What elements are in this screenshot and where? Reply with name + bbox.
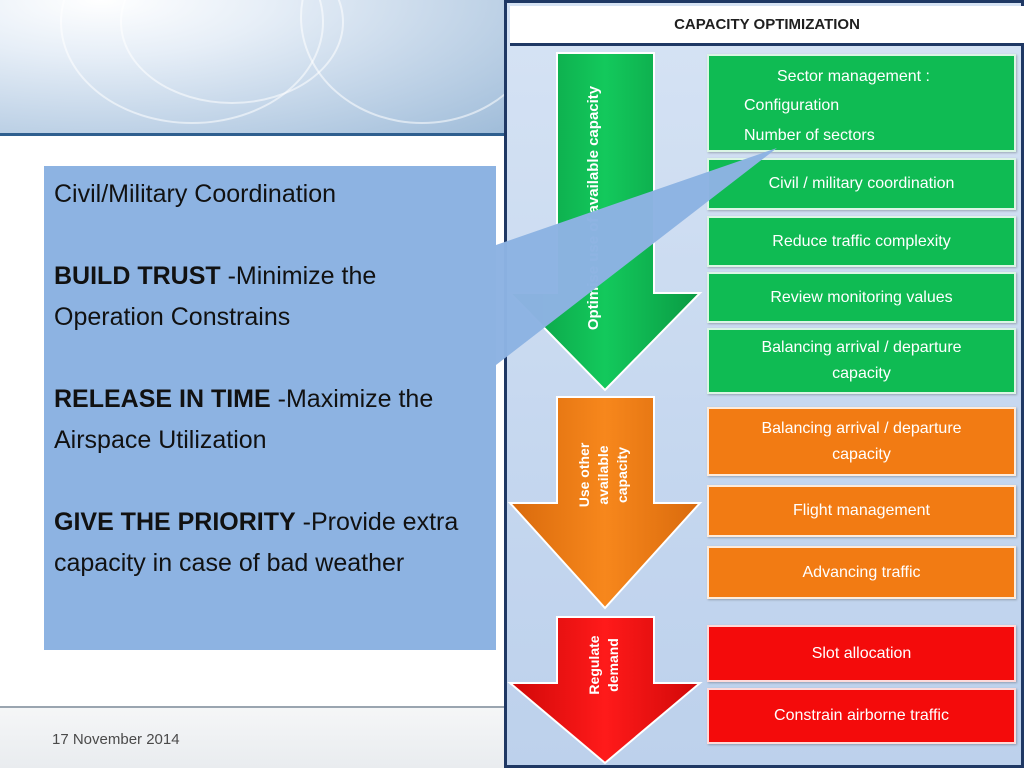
release-in-time-label: RELEASE IN TIME xyxy=(54,385,271,413)
constrain-traffic-text: Constrain airborne traffic xyxy=(774,707,949,724)
slot-allocation-box: Slot allocation xyxy=(707,625,1016,682)
textbox-give-priority: GIVE THE PRIORITY -Provide extra capacit… xyxy=(54,502,486,584)
constrain-traffic-box: Constrain airborne traffic xyxy=(707,688,1016,744)
sector-management-title: Sector management : xyxy=(777,68,930,85)
panel-title: CAPACITY OPTIMIZATION xyxy=(510,6,1024,46)
advancing-traffic-text: Advancing traffic xyxy=(802,563,921,581)
sector-management-box: Sector management : Configuration Number… xyxy=(707,54,1016,152)
green-balancing-box: Balancing arrival / departure capacity xyxy=(707,328,1016,394)
civil-military-box: Civil / military coordination xyxy=(707,158,1016,210)
flight-management-text: Flight management xyxy=(793,502,930,519)
coordination-textbox: Civil/Military Coordination BUILD TRUST … xyxy=(44,166,496,650)
reduce-complexity-box: Reduce traffic complexity xyxy=(707,216,1016,267)
review-monitoring-box: Review monitoring values xyxy=(707,272,1016,323)
green-balancing-text: Balancing arrival / departure capacity xyxy=(761,339,962,382)
build-trust-label: BUILD TRUST xyxy=(54,262,221,290)
flight-management-box: Flight management xyxy=(707,485,1016,537)
sector-configuration: Configuration xyxy=(744,97,840,114)
orange-arrow xyxy=(507,396,703,610)
textbox-release-in-time: RELEASE IN TIME -Maximize the Airspace U… xyxy=(54,379,486,461)
orange-balancing-text: Balancing arrival / departure capacity xyxy=(761,419,962,463)
give-priority-desc: -Provide extra capacity in case of bad w… xyxy=(54,508,459,577)
textbox-build-trust: BUILD TRUST -Minimize the Operation Cons… xyxy=(54,256,486,338)
footer-date: 17 November 2014 xyxy=(52,731,180,748)
orange-balancing-box: Balancing arrival / departure capacity xyxy=(707,407,1016,476)
sector-number: Number of sectors xyxy=(744,127,875,144)
footer-background xyxy=(0,708,505,768)
review-monitoring-text: Review monitoring values xyxy=(770,288,953,306)
red-arrow xyxy=(507,616,703,765)
release-in-time-desc: -Maximize the Airspace Utilization xyxy=(54,385,434,454)
civil-military-text: Civil / military coordination xyxy=(768,175,955,192)
callout-pointer xyxy=(496,148,777,365)
header-divider xyxy=(0,133,505,136)
advancing-traffic-box: Advancing traffic xyxy=(707,546,1016,599)
header-background xyxy=(0,0,505,135)
give-priority-label: GIVE THE PRIORITY xyxy=(54,508,296,536)
slot-allocation-text: Slot allocation xyxy=(811,644,912,662)
build-trust-desc: -Minimize the Operation Constrains xyxy=(54,262,377,331)
footer-divider xyxy=(0,706,505,708)
reduce-complexity-text: Reduce traffic complexity xyxy=(772,232,951,250)
textbox-heading: Civil/Military Coordination xyxy=(54,180,337,208)
